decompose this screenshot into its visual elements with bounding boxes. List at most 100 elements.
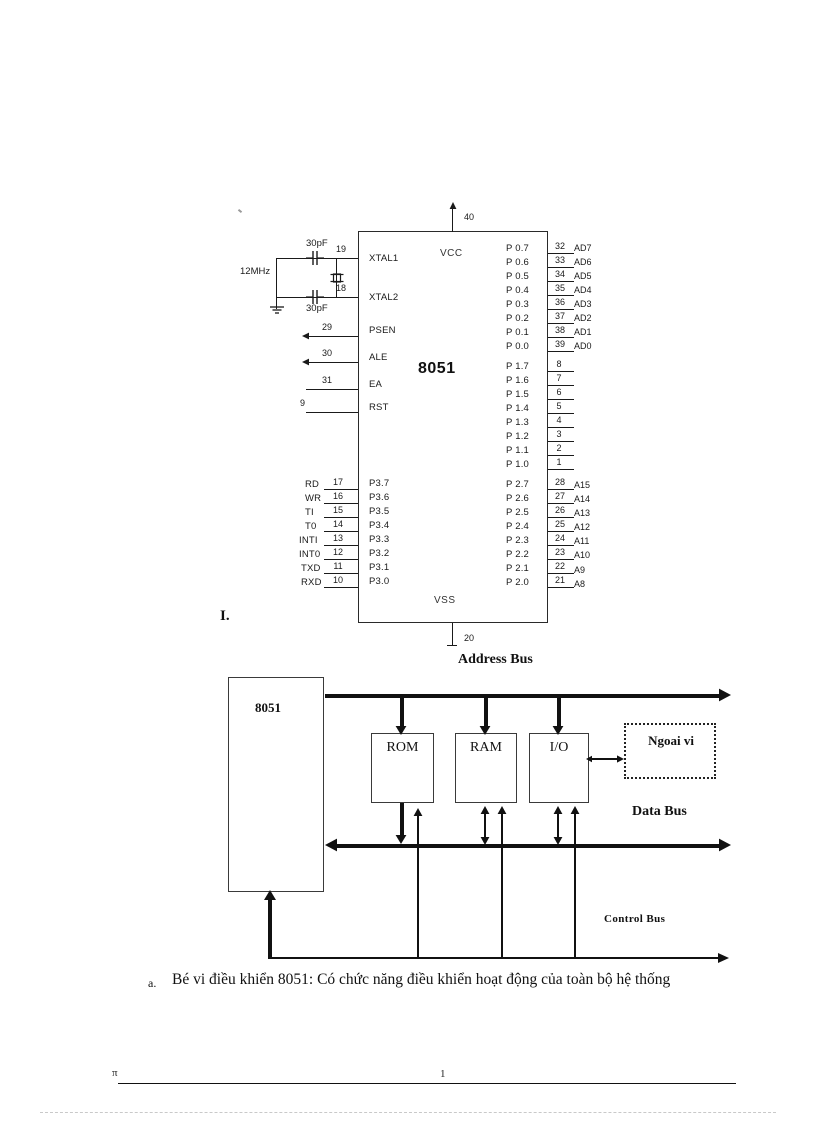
signal-label-wr: WR [305, 493, 322, 504]
pin-name-p23: P 2.3 [506, 535, 530, 546]
lead-p12 [548, 441, 574, 442]
lead-p23 [548, 545, 574, 546]
pin-name-p07: P 0.7 [506, 243, 530, 254]
rst-pin-number: 9 [300, 398, 306, 408]
pin-alias-a9: A9 [574, 565, 586, 575]
pin-number-p13: 4 [556, 415, 562, 425]
pin-name-p05: P 0.5 [506, 271, 530, 282]
signal-label-rxd: RXD [301, 577, 322, 588]
vss-label: VSS [434, 595, 456, 606]
pin-name-p36: P3.6 [369, 492, 390, 503]
pin-name-p37: P3.7 [369, 478, 390, 489]
psen-lead [306, 336, 358, 337]
pin-name-p31: P3.1 [369, 562, 390, 573]
control-feedback-arrow-icon [264, 890, 276, 900]
paragraph-text: Bé vi điều khiển 8051: Có chức năng điều… [172, 971, 671, 988]
capacitor-top-icon [306, 251, 324, 265]
io-to-peripheral-arrow-icon [617, 755, 624, 763]
lead-p22 [548, 559, 574, 560]
rst-lead [306, 412, 358, 413]
address-drop-io-arrow-icon [552, 726, 564, 735]
pin-name-p21: P 2.1 [506, 563, 530, 574]
ram-block [455, 733, 517, 803]
chip-name-label: 8051 [418, 360, 456, 377]
pin-name-ea: EA [369, 379, 383, 390]
pin-number-p23: 24 [554, 533, 565, 543]
pin-name-xtal1: XTAL1 [369, 253, 399, 264]
vcc-pin-number: 40 [464, 212, 475, 222]
signal-label-ti: TI [305, 507, 314, 518]
lead-p27 [548, 489, 574, 490]
pin-alias-ad7: AD7 [574, 243, 592, 253]
io-ctrl-in-arrow-icon [570, 806, 580, 814]
footer-mark: π [112, 1067, 118, 1079]
lead-p13 [548, 427, 574, 428]
pin-number-p24: 25 [554, 519, 565, 529]
pin-number-p17: 8 [556, 359, 562, 369]
address-bus-caption: Address Bus [458, 652, 533, 667]
pin-number-p30: 10 [332, 575, 343, 585]
cpu-block-label: 8051 [255, 700, 281, 715]
pin-alias-a10: A10 [574, 550, 591, 560]
io-to-peripheral-line [589, 758, 617, 760]
io-ctrl-in-line [574, 812, 576, 958]
ram-block-label: RAM [470, 740, 502, 755]
data-bus-caption: Data Bus [632, 804, 687, 819]
lead-p36 [324, 503, 358, 504]
ram-ctrl-in-arrow-icon [497, 806, 507, 814]
pin-alias-a12: A12 [574, 522, 591, 532]
lead-p35 [324, 517, 358, 518]
vcc-lead [452, 206, 454, 232]
lead-p17 [548, 371, 574, 372]
section-marker: I. [220, 608, 230, 624]
pin-alias-ad6: AD6 [574, 257, 592, 267]
ram-data-bidir-line [484, 810, 486, 840]
pin-number-p11: 2 [556, 443, 562, 453]
pin-name-p33: P3.3 [369, 534, 390, 545]
lead-p16 [548, 385, 574, 386]
pin-name-p17: P 1.7 [506, 361, 530, 372]
pin-number-p05: 34 [554, 269, 565, 279]
pin-name-p20: P 2.0 [506, 577, 530, 588]
pin-number-p04: 35 [554, 283, 565, 293]
crystal-icon [330, 273, 344, 283]
peripheral-block-label: Ngoai vi [648, 733, 694, 748]
rom-data-out-arrow-icon [395, 835, 407, 844]
scan-speck [237, 208, 243, 214]
pin-name-ale: ALE [369, 352, 388, 363]
pin-number-p20: 21 [554, 575, 565, 585]
pin-name-p00: P 0.0 [506, 341, 530, 352]
pin-number-p15: 6 [556, 387, 562, 397]
pin-name-p06: P 0.6 [506, 257, 530, 268]
signal-label-txd: TXD [301, 563, 321, 574]
pin-number-p07: 32 [554, 241, 565, 251]
pin-alias-a11: A11 [574, 536, 590, 546]
io-data-bidir-line [557, 810, 559, 840]
lead-p24 [548, 531, 574, 532]
pin-name-p04: P 0.4 [506, 285, 530, 296]
pin-alias-ad5: AD5 [574, 271, 592, 281]
ale-pin-number: 30 [322, 348, 333, 358]
xtal1-pin-number: 19 [336, 244, 347, 254]
pin-number-p32: 12 [332, 547, 343, 557]
ale-arrow-icon [302, 358, 309, 366]
oscillator-rail [276, 258, 278, 298]
signal-label-rd: RD [305, 479, 320, 490]
lead-p07 [548, 253, 574, 254]
pin-name-p34: P3.4 [369, 520, 390, 531]
address-bus-arrow-icon [719, 688, 731, 702]
pin-name-p14: P 1.4 [506, 403, 530, 414]
pin-number-p21: 22 [554, 561, 565, 571]
io-block-label: I/O [549, 740, 569, 755]
rom-block [371, 733, 434, 803]
address-bus-line [325, 694, 721, 698]
rom-addr-in-line [417, 812, 419, 958]
rom-addr-in-arrow-icon [413, 808, 423, 816]
pin-name-p27: P 2.7 [506, 479, 530, 490]
lead-p14 [548, 413, 574, 414]
pin-alias-ad0: AD0 [574, 341, 592, 351]
pin-name-rst: RST [369, 402, 389, 413]
pin-number-p10: 1 [556, 457, 562, 467]
pin-alias-a13: A13 [574, 508, 591, 518]
pin-name-p26: P 2.6 [506, 493, 530, 504]
